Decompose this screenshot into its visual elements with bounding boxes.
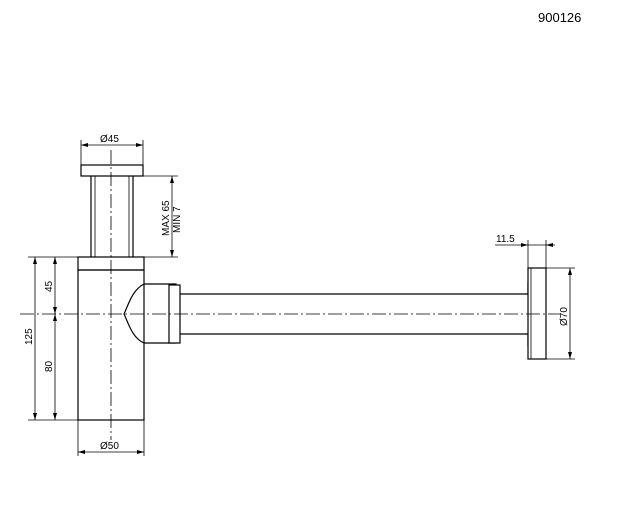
dim-lower-arrow-bottom	[53, 413, 57, 420]
dim-height-arrow-top	[170, 176, 174, 183]
junction-curve	[123, 283, 145, 344]
dim-bottom-arrow-left	[78, 450, 85, 454]
dim-total-arrow-top	[33, 257, 37, 264]
dim-flange-arrow-right	[546, 243, 553, 247]
dim-flange-diameter-label: Ø70	[559, 307, 570, 326]
dim-top-arrow-right	[136, 143, 143, 147]
dim-top-arrow-left	[81, 143, 88, 147]
dim-bottom-arrow-right	[137, 450, 144, 454]
product-code: 900126	[538, 10, 581, 25]
dim-max-height-label: MAX 65	[161, 200, 172, 236]
dim-total-arrow-bottom	[33, 413, 37, 420]
dim-upper-arrow-top	[53, 257, 57, 264]
dim-lower-arrow-top	[53, 314, 57, 321]
dim-total-height-label: 125	[24, 328, 35, 345]
dim-body-diameter-label: Ø50	[100, 441, 119, 452]
dim-flange-dia-arrow-bottom	[568, 352, 572, 359]
top-cap	[80, 164, 144, 177]
dim-flange-arrow-left	[521, 243, 528, 247]
dim-lower-section-label: 80	[44, 360, 55, 372]
dim-flange-dia-arrow-top	[568, 268, 572, 275]
wall-flange	[527, 267, 547, 360]
dim-flange-thickness-label: 11.5	[496, 234, 515, 245]
dim-min-height-label: MIN 7	[172, 206, 183, 233]
dim-top-diameter-label: Ø45	[100, 134, 119, 145]
dim-upper-section-label: 45	[44, 280, 55, 292]
dim-upper-arrow-bottom	[53, 307, 57, 314]
dim-height-arrow-bottom	[170, 250, 174, 257]
